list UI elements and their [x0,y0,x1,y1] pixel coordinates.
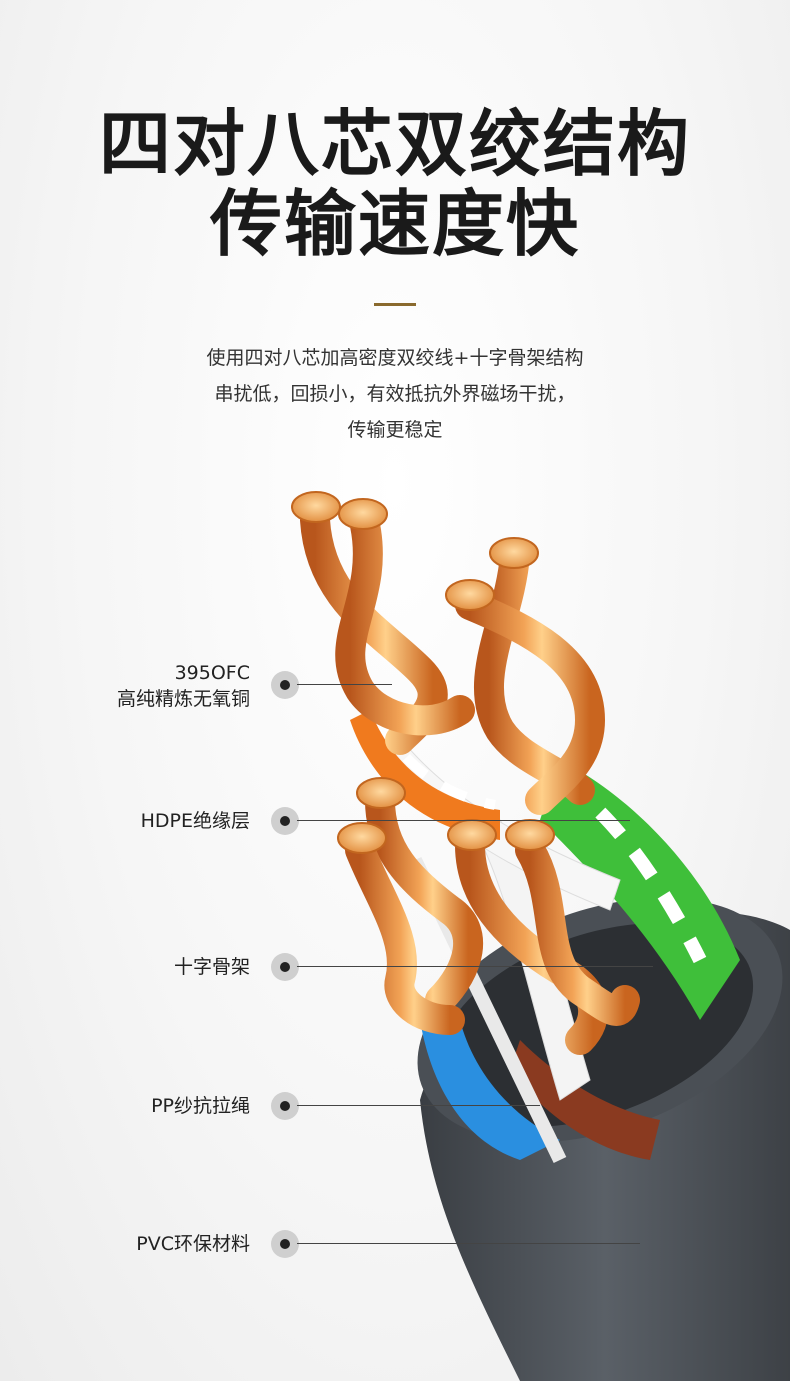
callout-leader-line [297,1105,540,1106]
brown-wire-pair [510,1040,660,1160]
callout-leader-line [297,1243,640,1244]
callout-dot-icon [271,671,299,699]
headline-line-1: 四对八芯双绞结构 [98,102,691,186]
description-line-2: 串扰低，回损小，有效抵抗外界磁场干扰， [214,383,576,405]
copper-conductor-ends [291,491,555,854]
callout-label: PP纱抗拉绳 [151,1095,250,1117]
description-line-3: 传输更稳定 [347,419,443,441]
blue-wire-pair [420,1020,560,1160]
headline-line-2: 传输速度快 [209,182,580,266]
callout-leader-line [297,820,630,821]
callout-dot-icon [271,1092,299,1120]
callout-label-line: 395OFC [174,662,250,684]
callout-leader-line [297,966,653,967]
description-line-1: 使用四对八芯加高密度双绞线+十字骨架结构 [206,347,584,369]
callout-label-line: 高纯精炼无氧铜 [116,688,250,710]
callout-label: 十字骨架 [173,956,250,978]
callout-dot-icon [271,953,299,981]
callout-leader-line [297,684,392,685]
callout-label: PVC环保材料 [136,1233,250,1255]
cable-cross-section-illustration [291,491,790,1381]
accent-divider [374,303,416,306]
callout-label: HDPE绝缘层 [140,810,250,832]
callout-dot-icon [271,807,299,835]
callout-dot-icon [271,1230,299,1258]
callout-label: 395OFC 高纯精炼无氧铜 [117,660,250,712]
